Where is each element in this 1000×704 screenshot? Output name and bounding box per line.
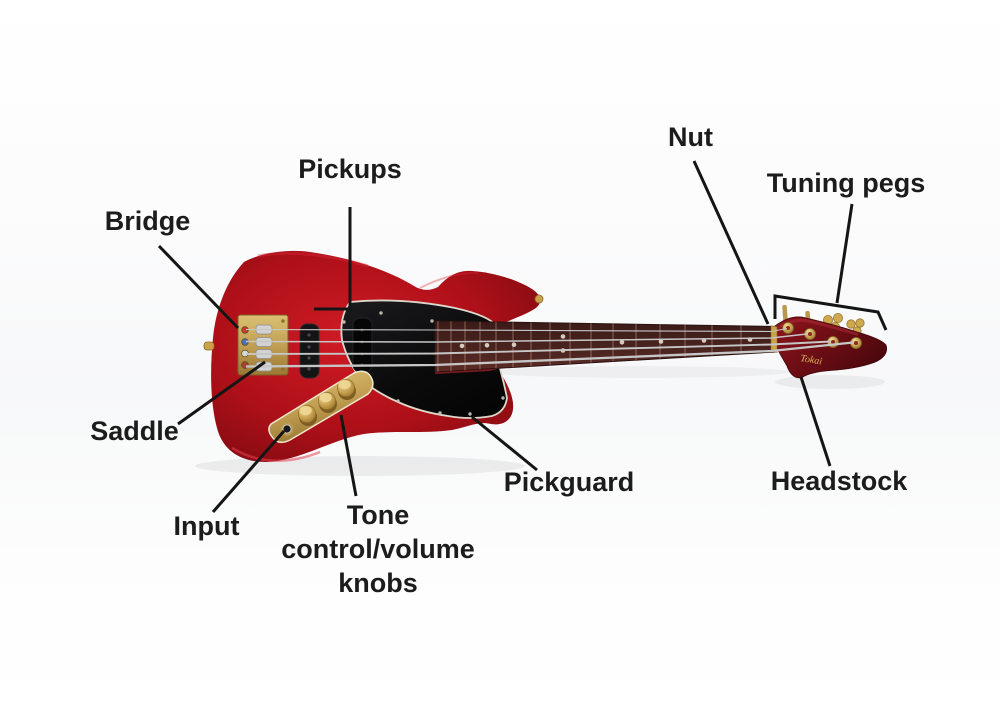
label-pickups: Pickups	[298, 154, 402, 184]
bridge-screws	[281, 319, 285, 371]
neck-pickup	[352, 317, 373, 373]
strings	[245, 327, 854, 368]
pickguard-leader-line	[471, 415, 538, 472]
strap-button-horn	[534, 294, 544, 304]
input-jack	[280, 422, 294, 436]
tone-volume-knobs	[298, 379, 356, 426]
body-shadow	[195, 456, 525, 476]
neck-shadow	[490, 366, 790, 378]
headstock-leader-line	[799, 376, 832, 467]
nut-leader-line	[692, 160, 770, 325]
saddle-leader-line	[177, 360, 266, 426]
pickups-leader-line	[314, 207, 352, 311]
headstock: Tokai	[774, 316, 888, 379]
tokai-logo: Tokai	[800, 353, 824, 367]
label-bridge: Bridge	[104, 206, 191, 236]
leader-lines	[157, 160, 888, 513]
label-nut: Nut	[668, 122, 713, 152]
control-plate	[268, 370, 374, 444]
tone-knobs-leader-line	[339, 414, 358, 497]
label-headstock: Headstock	[770, 466, 908, 496]
tuning-pegs-bracket	[773, 294, 888, 331]
tuning-pegs-leader-line	[835, 203, 854, 304]
label-saddle: Saddle	[90, 416, 179, 446]
label-pickguard: Pickguard	[503, 467, 635, 497]
label-input: Input	[173, 511, 240, 541]
label-tone-volume-knobs: Tone control/volume knobs	[281, 500, 475, 598]
clover-key-2	[846, 318, 865, 336]
bridge-leader-line	[157, 244, 240, 330]
input-leader-line	[211, 430, 286, 513]
strap-button-left	[203, 341, 215, 351]
neck	[434, 320, 778, 374]
nut	[770, 325, 778, 353]
bridge-pickup	[299, 323, 320, 379]
label-tuning-pegs: Tuning pegs	[766, 168, 926, 198]
headstock-shadow	[775, 375, 885, 389]
